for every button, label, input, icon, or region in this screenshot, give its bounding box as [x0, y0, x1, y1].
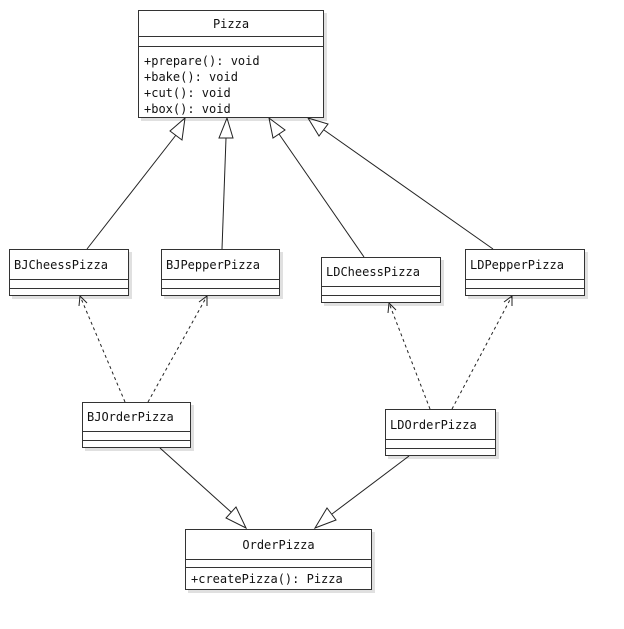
attributes-compartment [322, 287, 440, 296]
class-ldpepperpizza[interactable]: LDPepperPizza [465, 249, 585, 296]
methods-compartment [10, 289, 128, 297]
attributes-compartment [139, 37, 323, 47]
dependency-bjorder-to-bjcheess [78, 294, 126, 403]
attributes-compartment [162, 280, 279, 289]
dependency-ldorder-to-ldcheess [387, 301, 431, 410]
attributes-compartment [10, 280, 128, 289]
generalization-ldorder-to-orderpizza [313, 455, 410, 529]
attributes-compartment [386, 440, 495, 449]
class-name: BJOrderPizza [83, 403, 190, 432]
dependency-bjorder-to-bjpepper [147, 295, 208, 403]
methods-compartment [322, 296, 440, 304]
attributes-compartment [186, 560, 371, 568]
generalization-bjpepper-to-pizza [218, 116, 234, 250]
class-bjcheesspizza[interactable]: BJCheessPizza [9, 249, 129, 296]
generalization-bjorder-to-orderpizza [159, 447, 248, 530]
method-bake: +bake(): void [144, 70, 238, 84]
class-name: LDPepperPizza [466, 250, 584, 280]
dependency-ldorder-to-ldpepper [451, 295, 513, 410]
generalization-bjcheess-to-pizza [86, 116, 186, 250]
class-bjorderpizza[interactable]: BJOrderPizza [82, 402, 191, 448]
method-cut: +cut(): void [144, 86, 231, 100]
class-orderpizza[interactable]: OrderPizza +createPizza(): Pizza [185, 529, 372, 590]
methods-compartment: +createPizza(): Pizza [186, 568, 371, 588]
class-name: Pizza [139, 11, 323, 37]
methods-compartment: +prepare(): void +bake(): void +cut(): v… [139, 47, 323, 118]
methods-compartment [162, 289, 279, 297]
method-box: +box(): void [144, 102, 231, 116]
class-name: OrderPizza [186, 530, 371, 560]
class-ldcheesspizza[interactable]: LDCheessPizza [321, 257, 441, 303]
class-name: LDCheessPizza [322, 258, 440, 287]
methods-compartment [466, 289, 584, 297]
class-name: BJCheessPizza [10, 250, 128, 280]
method-prepare: +prepare(): void [144, 54, 260, 68]
class-bjpepperpizza[interactable]: BJPepperPizza [161, 249, 280, 296]
method-createpizza: +createPizza(): Pizza [191, 572, 343, 586]
attributes-compartment [466, 280, 584, 289]
class-name: BJPepperPizza [162, 250, 279, 280]
class-ldorderpizza[interactable]: LDOrderPizza [385, 409, 496, 456]
class-name: LDOrderPizza [386, 410, 495, 440]
attributes-compartment [83, 432, 190, 441]
methods-compartment [386, 449, 495, 457]
generalization-ldcheess-to-pizza [268, 116, 365, 258]
class-pizza[interactable]: Pizza +prepare(): void +bake(): void +cu… [138, 10, 324, 118]
generalization-ldpepper-to-pizza [306, 117, 494, 250]
methods-compartment [83, 441, 190, 449]
